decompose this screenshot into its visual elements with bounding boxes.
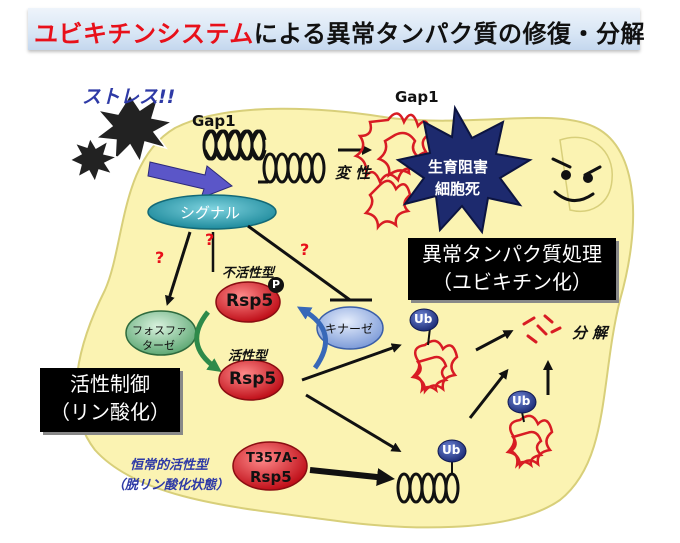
denature-label: 変 性	[335, 164, 371, 182]
gap1-right-label: Gap1	[395, 88, 439, 106]
question-mark-3: ?	[300, 240, 310, 259]
mutant-label-1: T357A-	[246, 451, 298, 466]
kinase-label: キナーゼ	[325, 322, 374, 336]
degradation-label: 分 解	[572, 324, 608, 342]
constitutive-label-2: （脱リン酸化状態）	[112, 478, 230, 493]
page-title: ユビキチンシステムによる異常タンパク質の修復・分解	[34, 14, 645, 49]
ubiquitinated-protein-right-icon	[505, 414, 554, 470]
gap1-coil-ub-icon	[396, 472, 460, 504]
activity-control-label-1: 活性制御	[70, 372, 150, 396]
ub-badge-right-icon	[507, 390, 537, 414]
stress-label: ストレス!!	[82, 86, 176, 108]
ub-label-bottom: Ub	[442, 443, 461, 457]
ub-stalk-right	[521, 411, 525, 423]
ub-badge-bottom-icon	[437, 439, 467, 463]
rsp5-to-ubiquitination-arrow	[301, 343, 402, 382]
growth-inhibition-label-2: 細胞死	[435, 180, 481, 198]
title-bar	[28, 8, 640, 50]
degradation-fragments-icon	[522, 314, 562, 344]
rsp5-inactive-label: Rsp5	[226, 291, 274, 311]
stress-burst-small-icon	[68, 136, 120, 184]
phosphorylation-arrow	[296, 306, 328, 370]
ubiquitinated-protein-mid-icon	[410, 339, 459, 395]
signal-to-kinase-line	[247, 224, 351, 302]
activity-control-label-2: （リン酸化）	[50, 400, 170, 424]
inactive-form-label: 不活性型	[222, 266, 275, 281]
signal-label: シグナル	[180, 204, 241, 222]
abnormal-protein-label-2: （ユビキチン化）	[432, 270, 592, 294]
growth-inhibition-star-icon	[395, 104, 533, 235]
growth-inhibition-label-1: 生育阻害	[428, 158, 489, 176]
active-form-label: 活性型	[228, 349, 268, 364]
ub-label-right: Ub	[512, 394, 531, 408]
phosphatase-label-2: ターゼ	[142, 339, 175, 352]
rsp5-active-label: Rsp5	[229, 369, 277, 389]
stress-arrow-icon	[147, 161, 233, 199]
abnormal-protein-label-1: 異常タンパク質処理	[422, 242, 602, 266]
title-rest: による異常タンパク質の修復・分解	[253, 20, 646, 48]
abnormal-protein-box: 異常タンパク質処理 （ユビキチン化）	[408, 238, 616, 300]
gap1-coil-left-icon	[202, 129, 267, 161]
question-mark-2: ?	[205, 230, 215, 249]
kinase-oval	[316, 306, 384, 350]
title-ubiquitin-system: ユビキチンシステム	[34, 20, 254, 48]
evil-face-icon	[551, 157, 602, 202]
phospho-label: P	[272, 278, 281, 291]
t357a-to-gap1-arrow	[309, 467, 395, 487]
ub-to-degradation-arrow	[475, 330, 514, 352]
stress-burst-large-icon	[94, 93, 175, 164]
rsp5-t357a-oval	[232, 441, 308, 491]
ub-badge-mid-icon	[409, 308, 439, 332]
activity-control-box: 活性制御 （リン酸化）	[40, 368, 180, 432]
denatured-gap1-icon	[353, 112, 432, 231]
ub-stalk-mid	[427, 327, 431, 346]
rsp5-active-oval	[218, 359, 284, 401]
phosphatase-label-1: フォスファ	[132, 324, 187, 337]
phospho-badge-icon	[268, 277, 284, 293]
constitutive-label-1: 恒常的活性型	[130, 458, 209, 473]
signal-oval	[147, 194, 277, 230]
gap1-left-label: Gap1	[192, 112, 236, 130]
ub-label-mid: Ub	[414, 312, 433, 326]
rsp5-to-gap1-ub-arrow	[305, 393, 402, 453]
rsp5-inactive-oval	[215, 281, 281, 323]
mutant-label-2: Rsp5	[250, 468, 292, 486]
question-mark-1: ?	[155, 248, 165, 267]
gap1-coil-mid-icon	[258, 152, 326, 184]
signal-to-phosphatase-arrow	[165, 231, 192, 306]
dephosphorylation-arrow	[194, 310, 222, 373]
gap1-ub-to-degradation-arrow	[468, 368, 509, 419]
